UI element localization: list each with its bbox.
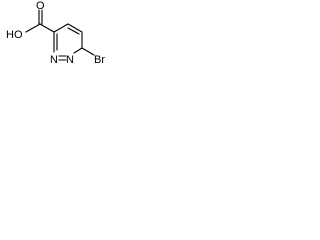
- nitrogen-2-label: N: [50, 54, 58, 66]
- bond-ring-c4-c5: [67, 23, 83, 33]
- nitrogen-1-label: N: [66, 54, 74, 66]
- bond-c-oh: [25, 23, 41, 33]
- bond-ring-c6-n1: [73, 47, 83, 54]
- chemical-structure-diagram: HO O N N Br: [6, 0, 105, 66]
- bond-ring-c3-c4: [53, 23, 69, 33]
- bond-ring-c4-c5-inner: [67, 27, 80, 35]
- carbonyl-oxygen-label: O: [36, 0, 45, 12]
- bond-c6-br: [81, 47, 95, 56]
- hydroxyl-label: HO: [6, 29, 23, 41]
- bond-carboxyl-ring: [39, 23, 55, 33]
- bromine-label: Br: [94, 54, 105, 66]
